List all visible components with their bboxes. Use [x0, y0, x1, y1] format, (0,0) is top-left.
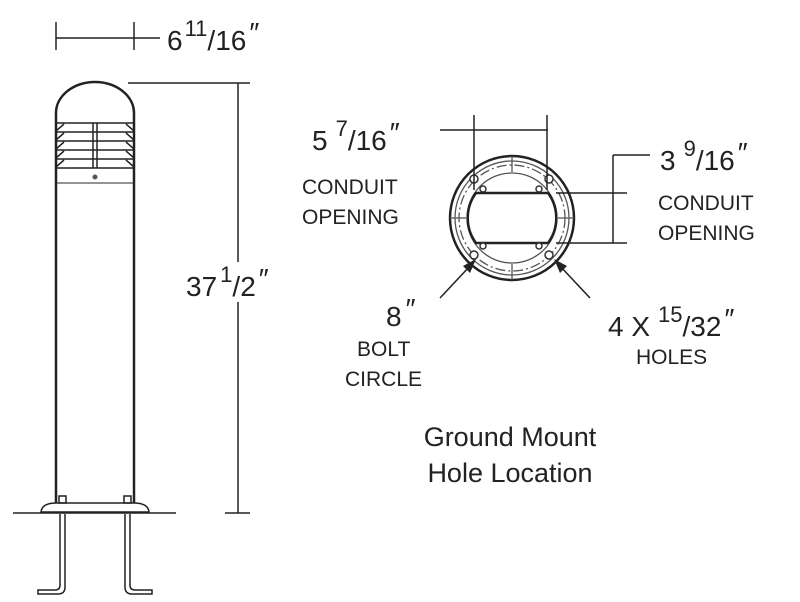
louvers [55, 122, 135, 169]
bollard-body [54, 80, 136, 503]
conduit-left-label-2: OPENING [302, 206, 399, 229]
holes-label: HOLES [636, 346, 707, 369]
base-flange [40, 502, 150, 513]
leader-arrows [439, 259, 591, 299]
bolt-circle-label-2: CIRCLE [345, 368, 422, 391]
conduit-opening [466, 191, 558, 245]
conduit-width-dimension-lines [440, 115, 548, 190]
conduit-left-label-1: CONDUIT [302, 176, 398, 199]
width-dimension-lines [55, 22, 160, 50]
conduit-height-dimension-lines [556, 154, 650, 244]
bolt-circle-dimension: 8″ [386, 293, 416, 332]
conduit-right-label-2: OPENING [658, 222, 755, 245]
mounting-holes [469, 174, 554, 260]
anchor-bolts [37, 495, 153, 595]
caption-line-2: Hole Location [427, 458, 592, 488]
access-screw [92, 174, 98, 180]
bolt-circle-label-1: BOLT [357, 338, 410, 361]
caption-line-1: Ground Mount [424, 422, 597, 452]
conduit-right-label-1: CONDUIT [658, 192, 754, 215]
width-dimension-label: 611/16″ [167, 16, 259, 56]
